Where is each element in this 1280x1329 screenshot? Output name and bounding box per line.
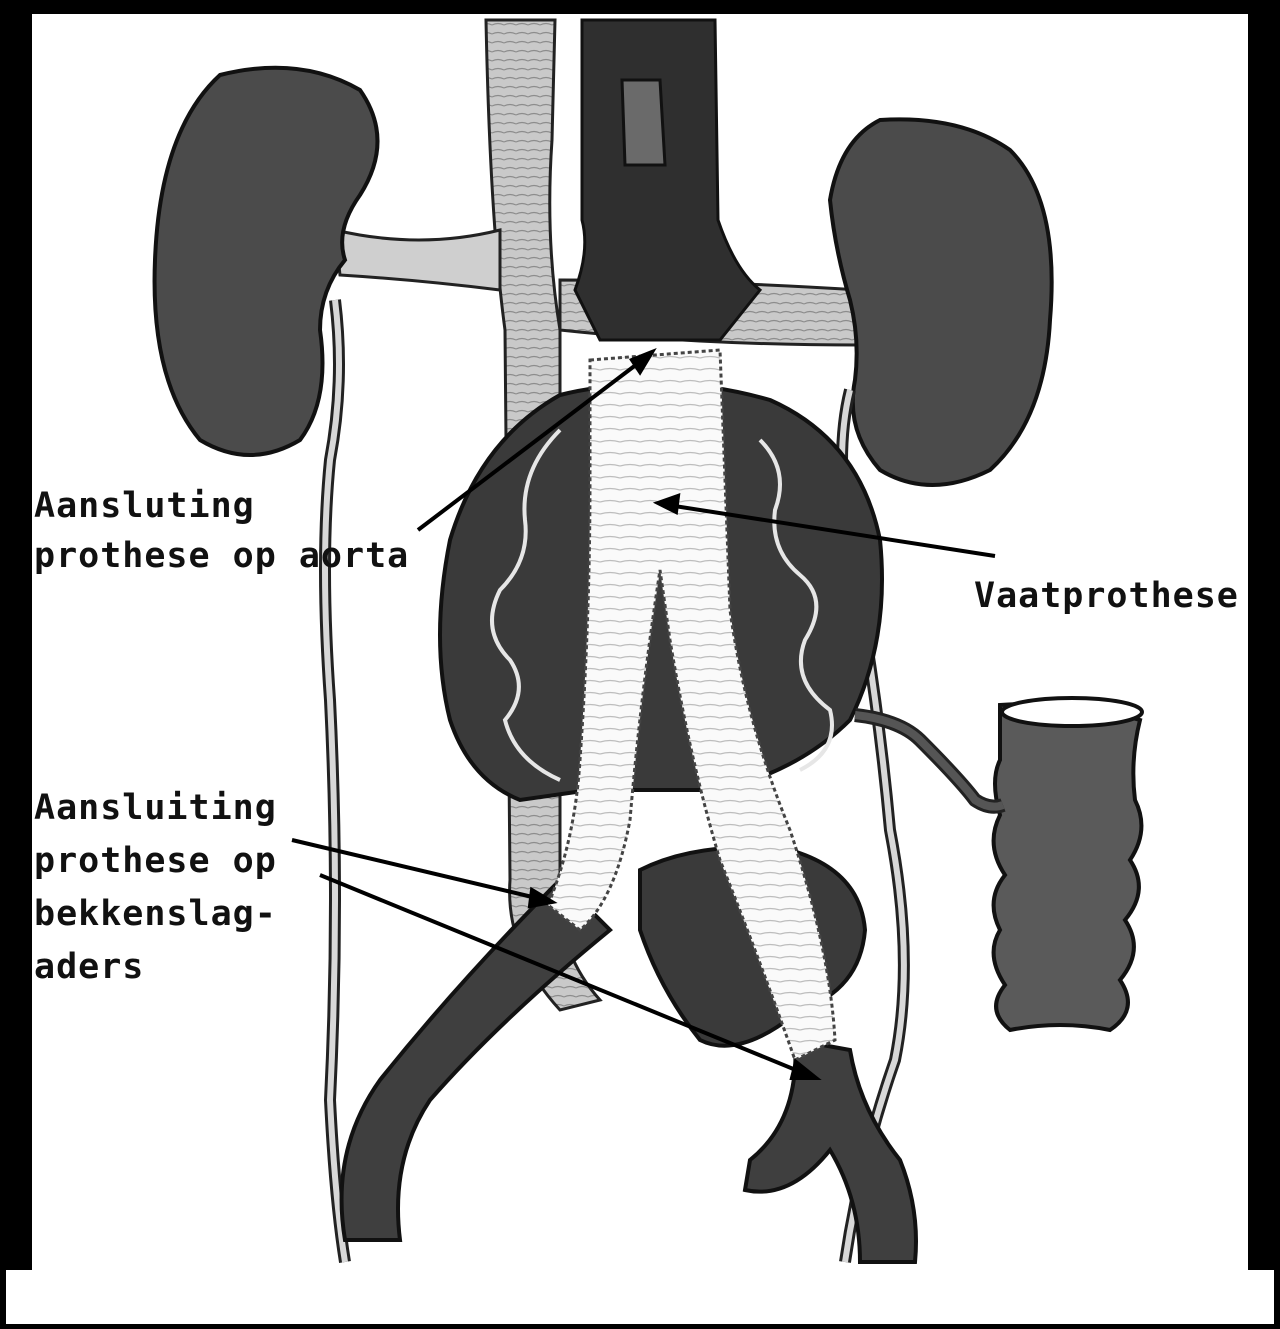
arrows	[291, 347, 996, 1080]
label-iliac-connection-line3: bekkenslag-	[34, 894, 277, 934]
colon-opening	[1000, 696, 1144, 728]
mesenteric-vessel-inner	[854, 711, 1005, 811]
upper-aorta	[573, 18, 763, 342]
right-kidney	[827, 117, 1054, 487]
label-iliac-connection-line4: aders	[34, 947, 145, 987]
left-ureter-inner	[322, 299, 348, 1263]
bottom-strip	[6, 1270, 1274, 1324]
arrow-iliac-right-head	[789, 1058, 822, 1080]
arrow-aorta-connection	[416, 356, 647, 532]
sac-inner-wall-left	[490, 428, 562, 782]
left-renal-vein	[333, 228, 502, 292]
arrow-iliac-right	[319, 873, 809, 1077]
sac-inner-wall-right	[758, 438, 834, 772]
arrow-graft	[667, 503, 996, 558]
label-iliac-connection-line2: prothese op	[34, 841, 277, 881]
arrow-aorta-connection-head	[628, 347, 657, 376]
arrow-iliac-left-head	[527, 886, 558, 909]
arrow-iliac-left	[291, 838, 546, 902]
label-graft: Vaatprothese	[974, 576, 1239, 616]
label-aorta-connection-line2: prothese op aorta	[34, 536, 410, 576]
label-aorta-connection-line1: Aansluting	[34, 486, 255, 526]
right-iliac-artery	[742, 1037, 918, 1264]
colon-segment	[991, 702, 1144, 1033]
aorta-lumen	[620, 78, 667, 167]
label-iliac-connection-line1: Aansluiting	[34, 788, 277, 828]
left-kidney	[152, 65, 380, 457]
arrow-graft-head	[652, 493, 681, 516]
vascular-graft	[546, 348, 837, 1063]
left-iliac-artery	[339, 877, 613, 1242]
